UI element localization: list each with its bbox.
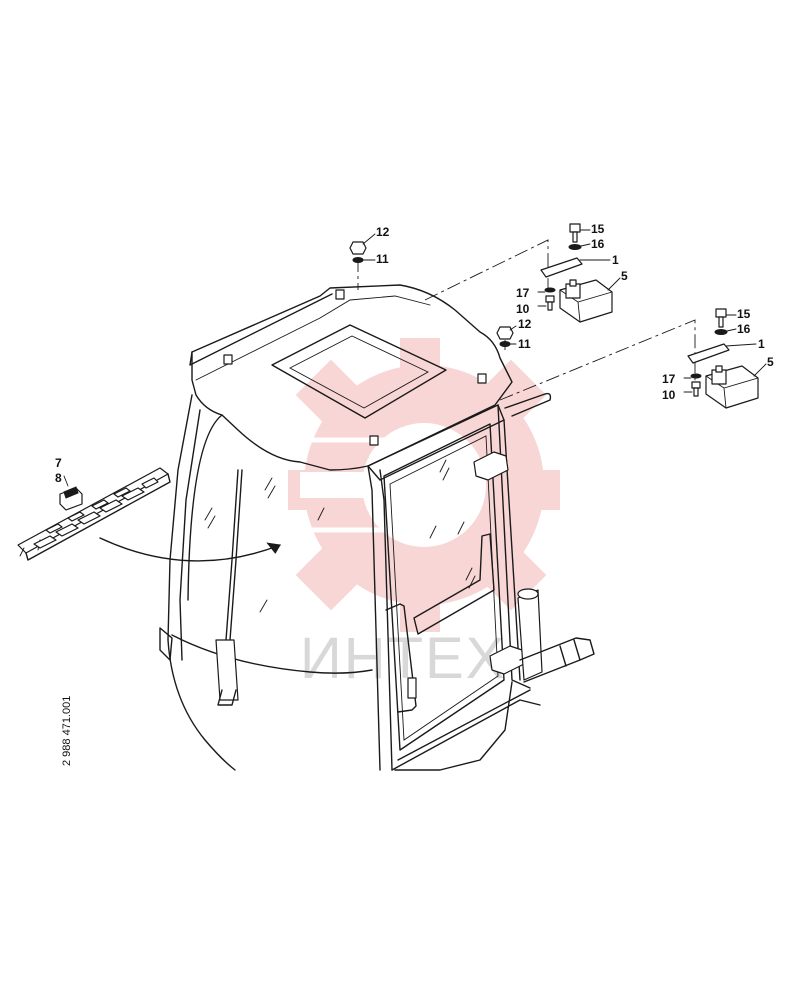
callout-5-bracket-b: 5 [767,355,774,369]
callout-8-switch: 8 [55,471,62,485]
callout-16-bracket-b: 16 [737,322,751,336]
work-light-bracket-b [683,308,767,409]
watermark-gear-logo [288,338,560,632]
cab-assembly [159,284,595,771]
callout-17-bracket-a: 17 [516,286,530,300]
work-light-bracket-a [537,223,621,323]
callout-7-switch: 7 [55,456,62,470]
callout-10-bracket-b: 10 [662,388,676,402]
callout-11-roof-b: 11 [518,337,531,351]
switch-panel-assembly [17,467,281,562]
roof-nut-washer-a [349,233,376,263]
callout-11-roof-a: 11 [376,252,389,266]
callout-1-bracket-b: 1 [758,337,765,351]
callout-16-bracket-a: 16 [591,237,605,251]
callout-1-bracket-a: 1 [612,253,619,267]
callout-12-roof-b: 12 [518,317,532,331]
roof-nut-washer-b [496,325,517,347]
callout-15-bracket-a: 15 [591,222,605,236]
watermark-text: ИНТЕХ [300,626,506,691]
callout-12-roof-a: 12 [376,225,390,239]
document-number: 2 988 471.001 [61,696,73,766]
callout-5-bracket-a: 5 [621,269,628,283]
callout-15-bracket-b: 15 [737,307,751,321]
callout-10-bracket-a: 10 [516,302,530,316]
callout-labels: 12 11 15 16 1 5 17 10 12 11 15 16 1 5 17… [55,222,774,485]
callout-17-bracket-b: 17 [662,372,676,386]
